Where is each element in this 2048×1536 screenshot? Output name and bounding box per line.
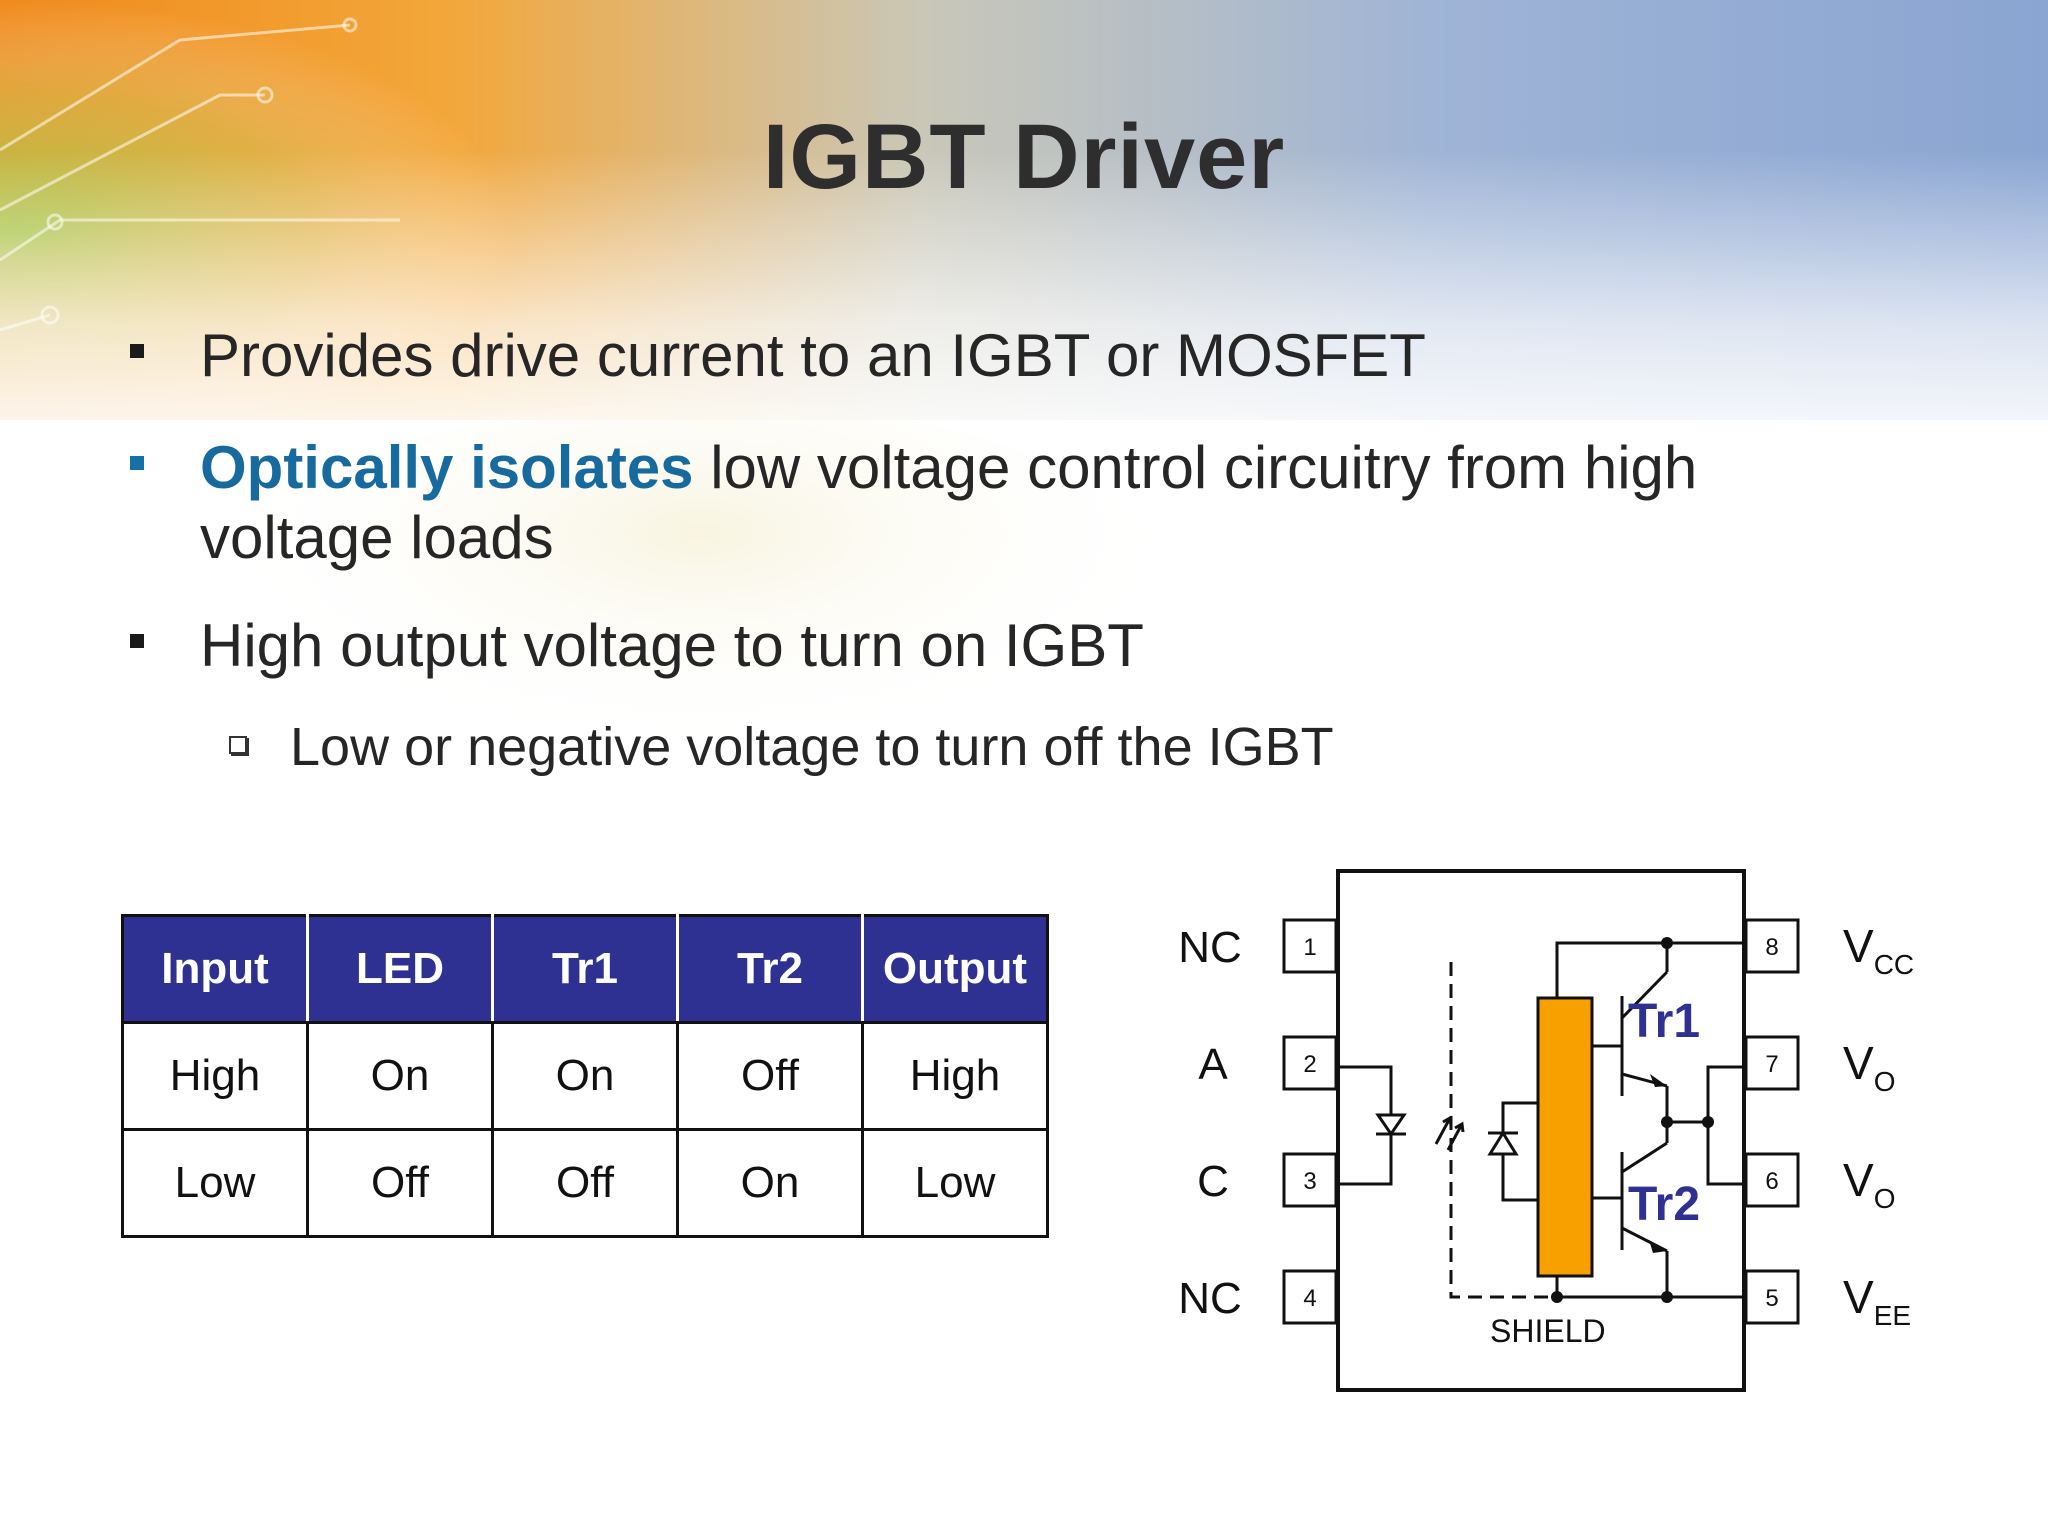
shield-line bbox=[1449, 962, 1557, 1299]
pin-label-cathode: C bbox=[1197, 1157, 1229, 1206]
driver-amplifier-block bbox=[1536, 996, 1594, 1278]
pin-number: 4 bbox=[1303, 1285, 1316, 1312]
bullet-item-optical-isolation: Optically isolates low voltage control c… bbox=[200, 433, 1697, 573]
pin-number: 6 bbox=[1765, 1168, 1778, 1195]
sub-bullet-text: Low or negative voltage to turn off the … bbox=[290, 717, 1334, 777]
table-row: Low Off Off On Low bbox=[121, 1128, 1049, 1238]
bullet-marker bbox=[130, 634, 144, 648]
table-cell: Off bbox=[306, 1128, 494, 1238]
bullet-text: High output voltage to turn on IGBT bbox=[200, 612, 1144, 679]
pin-label-vee: VEE bbox=[1843, 1271, 1911, 1331]
pin-6-box bbox=[1744, 1152, 1800, 1208]
table-header-row: Input LED Tr1 Tr2 Output bbox=[121, 914, 1049, 1024]
table-cell: On bbox=[491, 1021, 679, 1131]
pin-label-nc: NC bbox=[1178, 1274, 1242, 1323]
truth-table: Input LED Tr1 Tr2 Output High On On Off … bbox=[121, 914, 1049, 1238]
table-header-input: Input bbox=[121, 914, 309, 1024]
pin-label-vcc: VCC bbox=[1843, 920, 1914, 980]
bullet-item-high-output: High output voltage to turn on IGBT bbox=[200, 611, 1144, 681]
bullet-accent-text: Optically isolates bbox=[200, 434, 694, 501]
pin-label-anode: A bbox=[1198, 1040, 1228, 1089]
pin-number: 5 bbox=[1765, 1285, 1778, 1312]
pin-8-box bbox=[1744, 918, 1800, 974]
pin-number: 3 bbox=[1303, 1168, 1316, 1195]
tr1-label: Tr1 bbox=[1628, 995, 1700, 1048]
table-header-tr1: Tr1 bbox=[491, 914, 679, 1024]
pin-number: 7 bbox=[1765, 1051, 1778, 1078]
table-cell: Off bbox=[491, 1128, 679, 1238]
table-cell: On bbox=[676, 1128, 864, 1238]
bullet-text: low voltage control circuitry from high bbox=[693, 434, 1698, 501]
bullet-text-continued: voltage loads bbox=[200, 504, 554, 571]
pin-label-vo: VO bbox=[1843, 1154, 1895, 1214]
bullet-item-drive-current: Provides drive current to an IGBT or MOS… bbox=[200, 321, 1426, 391]
table-header-led: LED bbox=[306, 914, 494, 1024]
junction-dots bbox=[1551, 937, 1714, 1303]
pin-4-box bbox=[1282, 1269, 1338, 1325]
table-cell: Off bbox=[676, 1021, 864, 1131]
bullet-text: Provides drive current to an IGBT or MOS… bbox=[200, 322, 1426, 389]
tr2-emitter-arrow-icon bbox=[1649, 1240, 1667, 1253]
sub-bullet-marker bbox=[229, 736, 247, 754]
table-cell: High bbox=[121, 1021, 309, 1131]
tr2-label: Tr2 bbox=[1628, 1178, 1700, 1231]
table-row: High On On Off High bbox=[121, 1021, 1049, 1131]
igbt-driver-circuit-diagram: 1 2 3 4 8 7 6 5 NC A C NC VCC VO VO VEE bbox=[1160, 860, 1940, 1400]
pin-3-box bbox=[1282, 1152, 1338, 1208]
slide-title: IGBT Driver bbox=[762, 106, 1286, 208]
shield-label: SHIELD bbox=[1490, 1313, 1606, 1349]
bullet-marker bbox=[130, 456, 144, 470]
bullet-marker bbox=[130, 344, 144, 358]
led-icon bbox=[1375, 1113, 1407, 1145]
pin-7-box bbox=[1744, 1035, 1800, 1091]
pin-2-box bbox=[1282, 1035, 1338, 1091]
photodiode-icon bbox=[1487, 1130, 1519, 1156]
table-header-tr2: Tr2 bbox=[676, 914, 864, 1024]
pin-1-box bbox=[1282, 918, 1338, 974]
pin-number: 2 bbox=[1303, 1051, 1316, 1078]
table-cell: On bbox=[306, 1021, 494, 1131]
tr1-emitter-arrow-icon bbox=[1650, 1074, 1667, 1087]
table-cell: High bbox=[861, 1021, 1049, 1131]
led-wiring bbox=[1338, 1065, 1393, 1186]
sub-bullet-item-low-voltage: Low or negative voltage to turn off the … bbox=[290, 712, 1334, 782]
table-cell: Low bbox=[861, 1128, 1049, 1238]
table-header-output: Output bbox=[861, 914, 1049, 1024]
pin-number: 1 bbox=[1303, 934, 1316, 961]
pin-label-vo: VO bbox=[1843, 1037, 1895, 1097]
table-cell: Low bbox=[121, 1128, 309, 1238]
pin-label-nc: NC bbox=[1178, 923, 1242, 972]
pin-number: 8 bbox=[1765, 934, 1778, 961]
